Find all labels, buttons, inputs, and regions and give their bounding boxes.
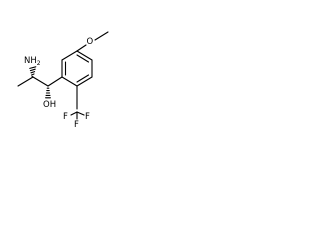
bond-c1-nh2-hashed xyxy=(29,66,37,78)
atom-label-nh2: NH2 xyxy=(24,56,41,67)
atom-label-ome-o: O xyxy=(87,37,94,47)
bond-ome-o-ch3 xyxy=(94,31,109,41)
atom-label-oh: OH xyxy=(43,100,56,110)
bond-cf3-f-right xyxy=(76,111,85,116)
molecule-structure: NH2 OH O F F F xyxy=(17,31,109,130)
bond-methyl-c1 xyxy=(17,76,34,87)
atom-label-f-top: F xyxy=(74,120,79,130)
benzene-ring xyxy=(61,50,93,87)
bond-c1-c2 xyxy=(32,76,49,87)
bond-cf3-f-left xyxy=(70,111,78,116)
atom-label-f-right: F xyxy=(85,112,90,122)
atom-label-f-left: F xyxy=(63,112,68,122)
bond-c2-ring xyxy=(47,76,63,87)
bond-c2-oh-hashed xyxy=(45,87,51,99)
bond-ring-ome-o xyxy=(76,44,87,52)
